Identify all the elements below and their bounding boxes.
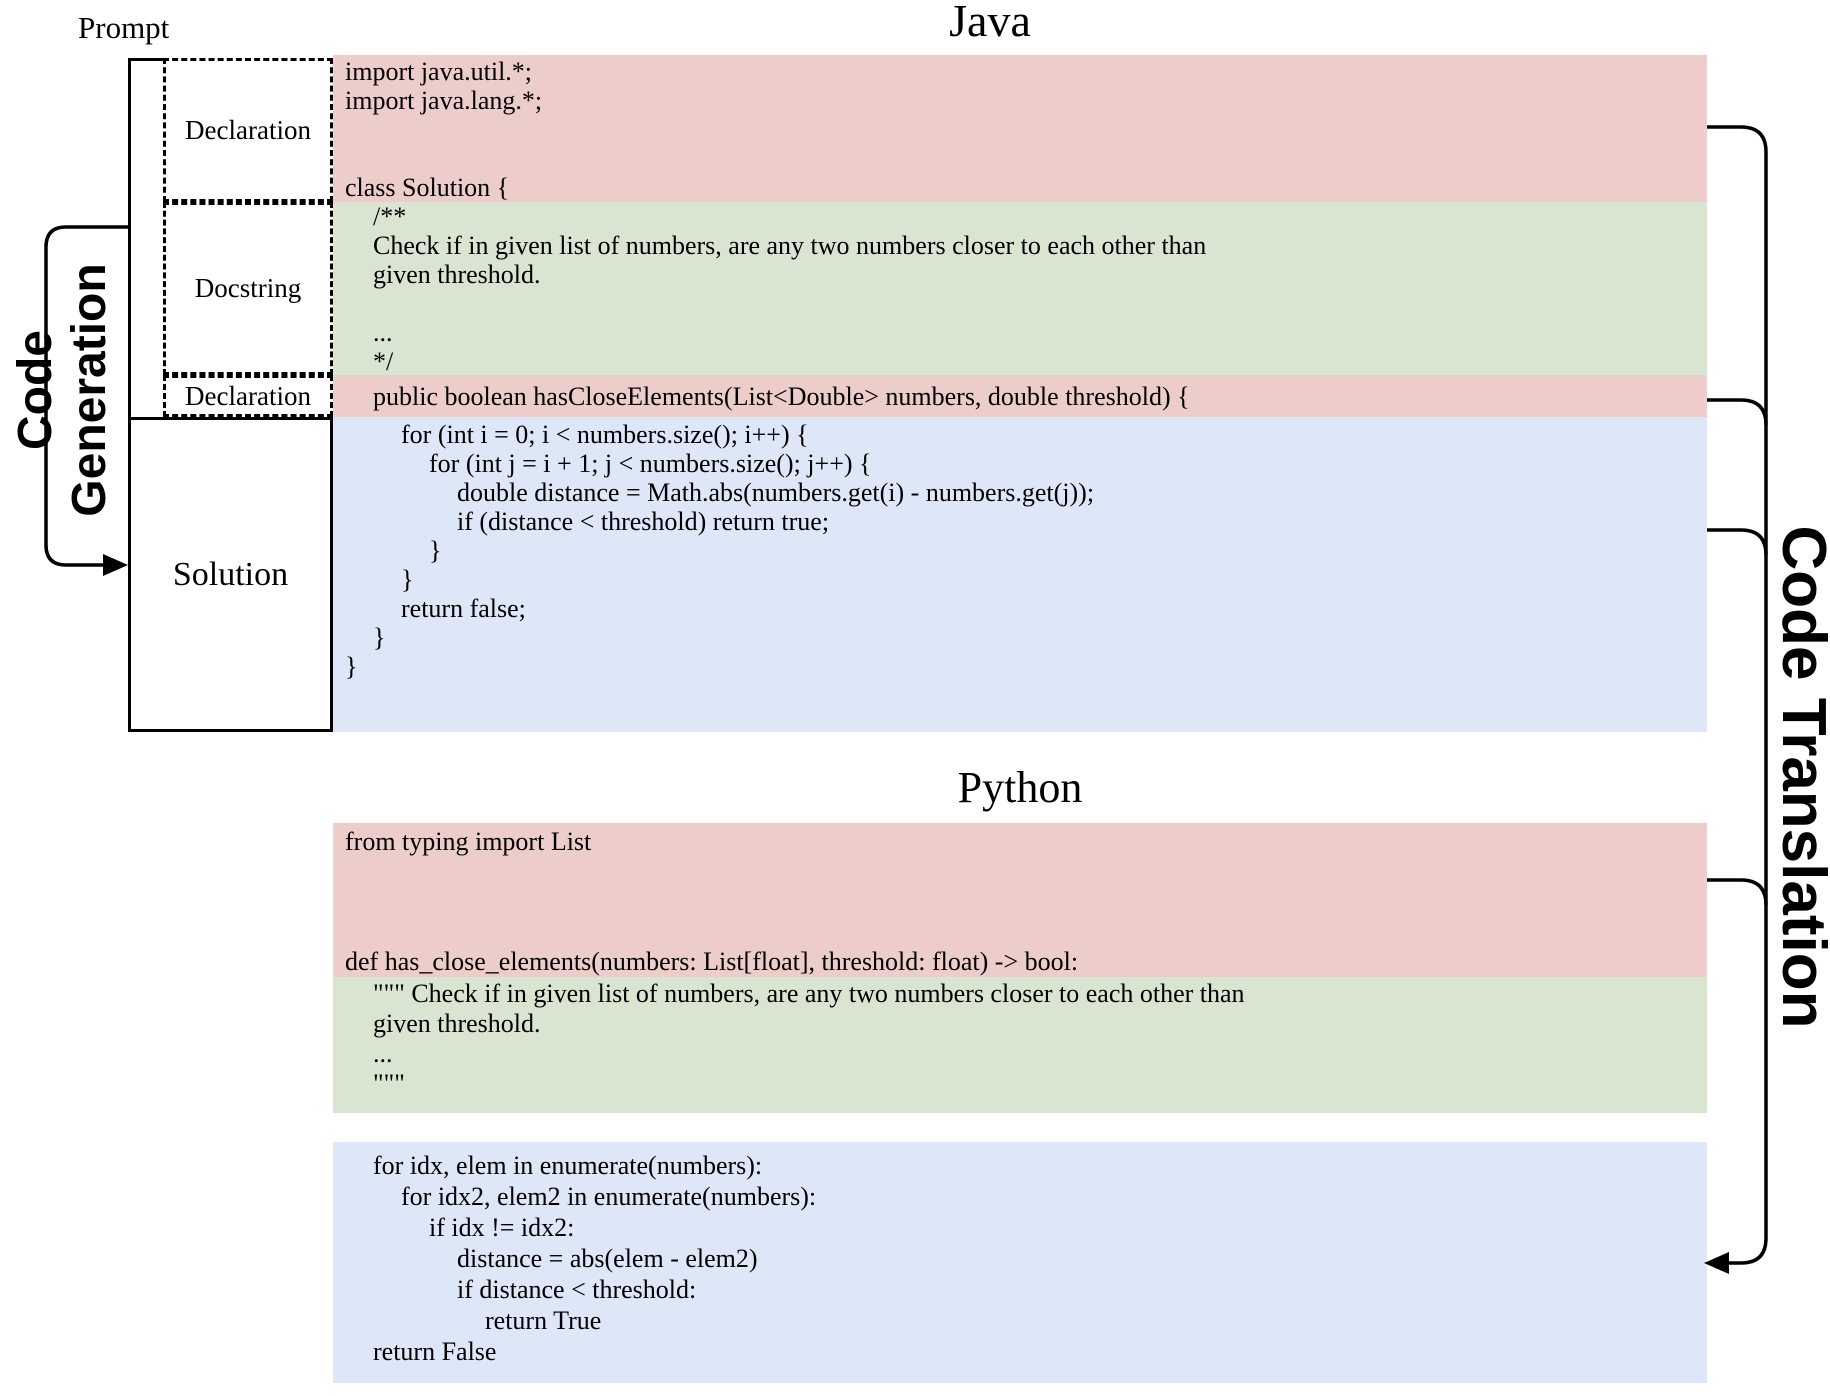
- code-translation-label: Code Translation: [1769, 525, 1830, 1029]
- code-line: [333, 887, 1707, 917]
- code-line: [333, 144, 1707, 173]
- code-line: """: [373, 1069, 405, 1098]
- code-line: for idx, elem in enumerate(numbers):: [373, 1151, 763, 1180]
- code-line: if (distance < threshold) return true;: [457, 507, 830, 536]
- code-generation-label: Code Generation: [9, 220, 117, 560]
- code-line: import java.util.*;: [345, 57, 533, 86]
- translation-trunk-line: [1707, 125, 1768, 1265]
- solution-box: Solution: [128, 417, 333, 732]
- java-method-declaration-block: public boolean hasCloseElements(List<Dou…: [333, 375, 1707, 417]
- declaration-box-top: Declaration: [163, 58, 333, 202]
- declaration-bottom-label: Declaration: [185, 380, 311, 411]
- code-line: def has_close_elements(numbers: List[flo…: [345, 947, 1079, 976]
- code-line: [333, 857, 1707, 887]
- code-line: }: [373, 623, 386, 652]
- translation-connector-declaration: [1707, 398, 1768, 426]
- python-docstring-block: """ Check if in given list of numbers, a…: [333, 977, 1707, 1113]
- code-line: if idx != idx2:: [429, 1213, 575, 1242]
- code-line: from typing import List: [345, 827, 592, 856]
- prompt-label: Prompt: [78, 10, 170, 45]
- translation-connector-python: [1707, 878, 1768, 906]
- java-declaration-block: import java.util.*;import java.lang.*; c…: [333, 55, 1707, 202]
- code-line: }: [345, 652, 358, 681]
- code-line: public boolean hasCloseElements(List<Dou…: [373, 382, 1190, 411]
- code-line: import java.lang.*;: [345, 86, 543, 115]
- code-line: return false;: [401, 594, 526, 623]
- code-line: return False: [373, 1337, 497, 1366]
- code-line: }: [401, 565, 414, 594]
- code-line: for (int j = i + 1; j < numbers.size(); …: [429, 449, 872, 478]
- declaration-top-label: Declaration: [185, 114, 311, 145]
- code-line: [333, 289, 1707, 318]
- code-line: Check if in given list of numbers, are a…: [373, 231, 1207, 260]
- code-line: */: [373, 347, 394, 376]
- code-generation-label-line1: Code: [9, 330, 62, 450]
- code-line: return True: [485, 1306, 602, 1335]
- code-line: [333, 115, 1707, 144]
- code-line: ...: [373, 1039, 393, 1068]
- code-line: if distance < threshold:: [457, 1275, 697, 1304]
- code-line: }: [429, 536, 442, 565]
- prompt-bracket-box: [128, 58, 166, 420]
- java-title: Java: [949, 0, 1031, 46]
- code-line: class Solution {: [345, 173, 510, 202]
- code-line: given threshold.: [373, 1009, 541, 1038]
- code-line: /**: [373, 202, 407, 231]
- code-line: double distance = Math.abs(numbers.get(i…: [457, 478, 1095, 507]
- python-title: Python: [957, 763, 1083, 812]
- code-line: [333, 917, 1707, 947]
- translation-connector-solution: [1707, 528, 1768, 556]
- code-line: distance = abs(elem - elem2): [457, 1244, 758, 1273]
- java-solution-block: for (int i = 0; i < numbers.size(); i++)…: [333, 417, 1707, 732]
- translation-arrowhead-icon: [1704, 1252, 1729, 1274]
- python-solution-block: for idx, elem in enumerate(numbers):for …: [333, 1142, 1707, 1383]
- declaration-box-bottom: Declaration: [163, 375, 333, 417]
- docstring-label: Docstring: [194, 273, 302, 303]
- code-line: """ Check if in given list of numbers, a…: [373, 979, 1245, 1008]
- solution-label: Solution: [172, 555, 289, 593]
- code-line: for idx2, elem2 in enumerate(numbers):: [401, 1182, 817, 1211]
- python-declaration-block: from typing import List def has_close_el…: [333, 823, 1707, 977]
- code-line: given threshold.: [373, 260, 541, 289]
- code-generation-label-line2: Generation: [63, 263, 116, 517]
- code-line: for (int i = 0; i < numbers.size(); i++)…: [401, 420, 809, 449]
- java-docstring-block: /**Check if in given list of numbers, ar…: [333, 202, 1707, 376]
- docstring-box: Docstring: [163, 202, 333, 375]
- code-line: ...: [373, 318, 393, 347]
